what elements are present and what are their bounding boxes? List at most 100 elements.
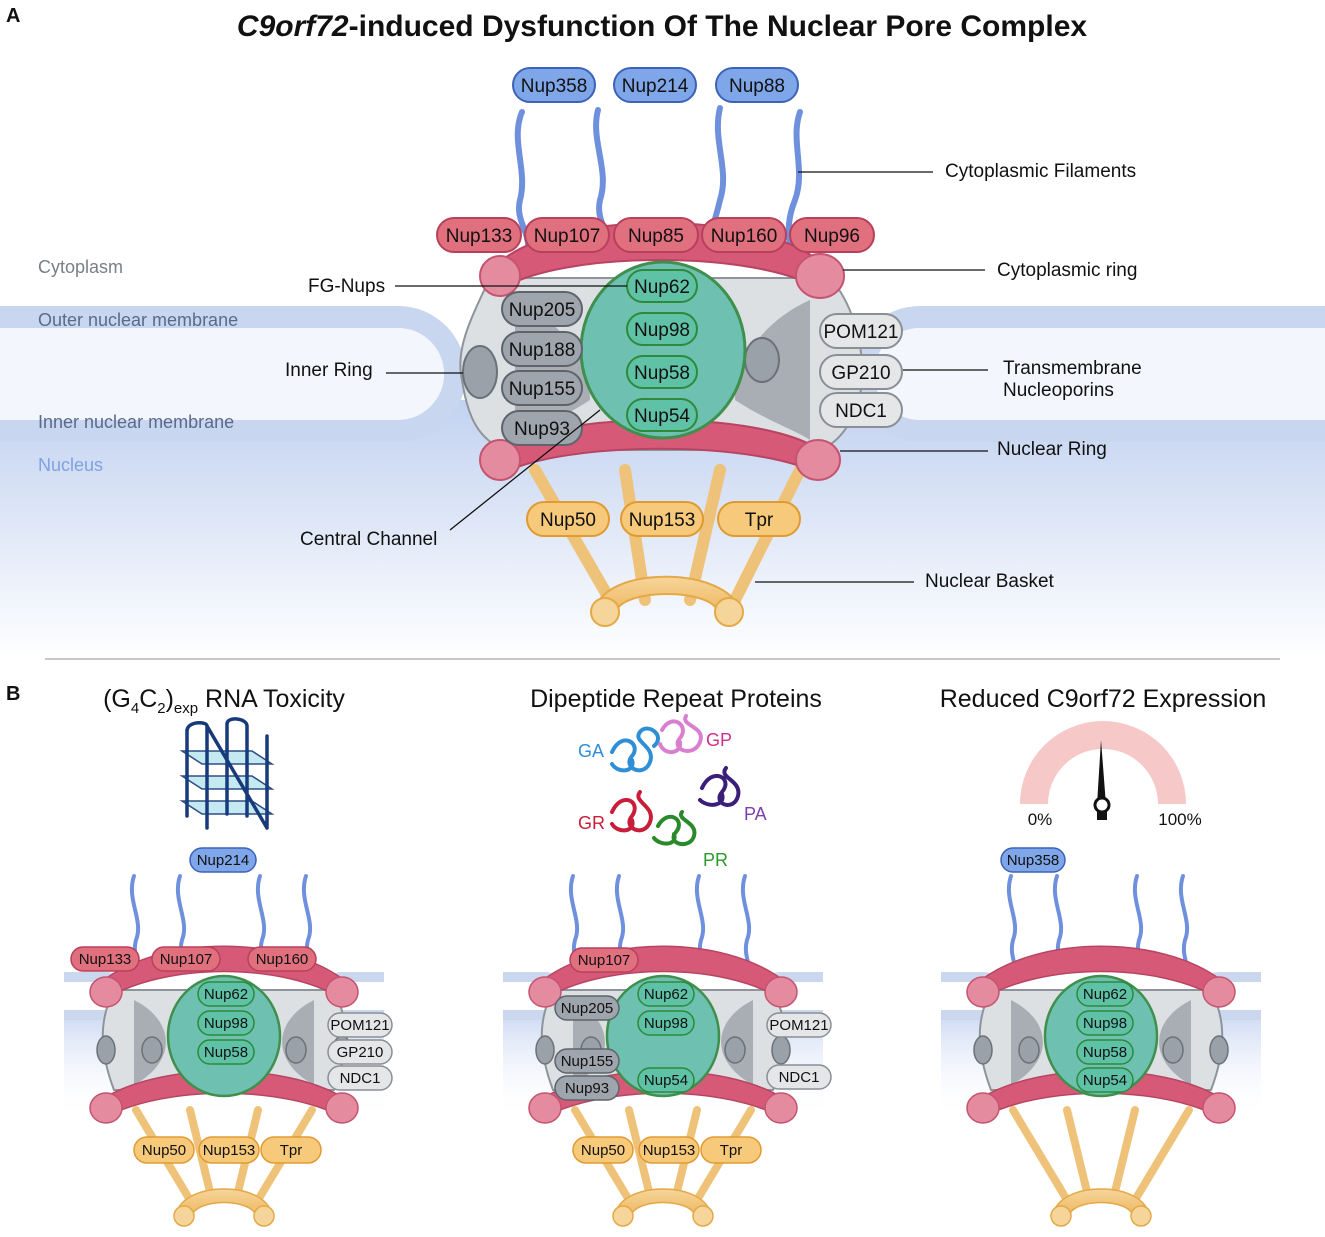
rna-ring-nup-1: Nup107	[151, 946, 221, 972]
fg-nup-2-label: Nup58	[634, 363, 690, 384]
callout-inner-ring: Inner Ring	[285, 360, 373, 381]
inner-ring-node-left	[462, 345, 498, 399]
inner-ring-nup-2-label: Nup155	[509, 379, 576, 400]
left-lumen	[0, 328, 398, 420]
rna-transmembrane-nup-2: NDC1	[327, 1065, 393, 1091]
dpr-basket-nup-1-label: Nup153	[643, 1142, 696, 1159]
dpr-ring-nup-0-label: Nup107	[578, 952, 631, 969]
reduced-filament-nup-0: Nup358	[1000, 847, 1066, 873]
reduced-fg-nup-3-label: Nup54	[1083, 1072, 1127, 1089]
region-outer-membrane: Outer nuclear membrane	[38, 310, 238, 330]
panel-a-letter: A	[6, 5, 20, 27]
rna-basket-nup-2: Tpr	[260, 1136, 322, 1164]
gauge-arc	[1020, 721, 1186, 804]
basket-nup-1: Nup153	[620, 501, 704, 537]
gauge-min-label: 0%	[1028, 810, 1053, 829]
dpr-basket-nup-1: Nup153	[638, 1136, 700, 1164]
ring-nup-0-label: Nup133	[446, 226, 513, 247]
ring-nup-4: Nup96	[789, 217, 875, 253]
ring-nup-2: Nup85	[613, 217, 699, 253]
callout-nuclear-ring: Nuclear Ring	[997, 439, 1107, 460]
gp-dpr-icon	[658, 714, 703, 754]
inner-ring-nup-2: Nup155	[501, 370, 583, 406]
rna-filament-nup-0: Nup214	[189, 847, 257, 873]
rna-basket-nup-1-label: Nup153	[203, 1142, 256, 1159]
dpr-label-pr: PR	[703, 850, 728, 870]
rna-fg-nup-1-label: Nup98	[204, 1015, 248, 1032]
npc-reduced-expression	[941, 874, 1261, 1227]
inner-ring-nup-3: Nup93	[501, 410, 583, 446]
panel-a-title: C9orf72-induced Dysfunction Of The Nucle…	[237, 10, 1087, 43]
filament-nup-0-label: Nup358	[521, 76, 588, 97]
rna-ring-nup-2: Nup160	[247, 946, 317, 972]
rna-fg-nup-2: Nup58	[197, 1039, 255, 1065]
rna-fg-nup-0: Nup62	[197, 981, 255, 1007]
expression-gauge: 0% 100%	[1020, 721, 1202, 829]
rna-ring-nup-2-label: Nup160	[256, 951, 309, 968]
reduced-fg-nup-2-label: Nup58	[1083, 1044, 1127, 1061]
right-membrane	[852, 306, 1325, 442]
rna-basket-nup-0: Nup50	[133, 1136, 195, 1164]
filament-nup-1-label: Nup214	[622, 76, 689, 97]
dpr-inner-ring-nup-1: Nup155	[554, 1048, 620, 1074]
dpr-inner-ring-nup-1-label: Nup155	[561, 1053, 614, 1070]
ga-dpr-icon	[610, 726, 660, 773]
left-membrane	[0, 306, 466, 442]
dpr-label-pa: PA	[744, 804, 767, 824]
dpr-inner-ring-nup-0-label: Nup205	[561, 1000, 614, 1017]
ring-nup-3: Nup160	[701, 217, 787, 253]
reduced-expression-title: Reduced C9orf72 Expression	[940, 685, 1267, 713]
ring-nup-1-label: Nup107	[534, 226, 601, 247]
basket-nup-1-label: Nup153	[629, 510, 696, 531]
basket-nup-0-label: Nup50	[540, 510, 596, 531]
rna-filament-nup-0-label: Nup214	[197, 852, 250, 869]
gauge-needle	[1097, 740, 1106, 805]
callout-transmembrane: Transmembrane	[1003, 358, 1142, 379]
dpr-basket-nup-2: Tpr	[700, 1136, 762, 1164]
dpr-fg-nup-2: Nup54	[637, 1067, 695, 1093]
transmembrane-nup-1-label: GP210	[831, 363, 890, 384]
rna-ring-nup-0-label: Nup133	[79, 951, 132, 968]
dpr-label-gp: GP	[706, 730, 732, 750]
reduced-fg-nup-0: Nup62	[1076, 981, 1134, 1007]
rna-transmembrane-nup-0-label: POM121	[330, 1017, 389, 1034]
basket-nup-2: Tpr	[717, 501, 801, 537]
callout-central-channel: Central Channel	[300, 529, 437, 550]
rna-basket-nup-1: Nup153	[198, 1136, 260, 1164]
reduced-fg-nup-0-label: Nup62	[1083, 986, 1127, 1003]
basket-nup-0: Nup50	[526, 501, 610, 537]
transmembrane-nup-0: POM121	[819, 313, 903, 349]
ring-nup-2-label: Nup85	[628, 226, 684, 247]
basket-nup-2-label: Tpr	[745, 510, 774, 531]
panel-b-letter: B	[6, 683, 20, 705]
region-inner-membrane: Inner nuclear membrane	[38, 412, 234, 432]
fg-nup-0: Nup62	[626, 269, 698, 303]
dpr-fg-nup-2-label: Nup54	[644, 1072, 688, 1089]
dpr-ring-nup-0: Nup107	[569, 947, 639, 973]
rna-fg-nup-2-label: Nup58	[204, 1044, 248, 1061]
right-lumen	[920, 328, 1325, 420]
reduced-fg-nup-2: Nup58	[1076, 1039, 1134, 1065]
rna-fg-nup-1: Nup98	[197, 1010, 255, 1036]
dpr-title: Dipeptide Repeat Proteins	[530, 685, 822, 713]
dpr-cluster: GA GP GR PA PR	[578, 714, 767, 870]
callout-fg-nups: FG-Nups	[308, 276, 385, 297]
fg-nup-1: Nup98	[626, 312, 698, 346]
dpr-transmembrane-nup-1: NDC1	[766, 1064, 832, 1090]
rna-ring-nup-1-label: Nup107	[160, 951, 213, 968]
callout-cytoplasmic-filaments: Cytoplasmic Filaments	[945, 161, 1136, 182]
dpr-basket-nup-0-label: Nup50	[581, 1142, 625, 1159]
gauge-max-label: 100%	[1158, 810, 1201, 829]
dpr-basket-nup-2-label: Tpr	[720, 1142, 743, 1159]
filament-nup-0: Nup358	[512, 67, 596, 103]
inner-ring-nup-1: Nup188	[501, 331, 583, 367]
transmembrane-nup-2: NDC1	[819, 392, 903, 428]
rna-basket-nup-0-label: Nup50	[142, 1142, 186, 1159]
dpr-fg-nup-0-label: Nup62	[644, 986, 688, 1003]
rna-transmembrane-nup-0: POM121	[327, 1012, 393, 1038]
dpr-fg-nup-1-label: Nup98	[644, 1015, 688, 1032]
transmembrane-nup-0-label: POM121	[824, 322, 899, 343]
dpr-fg-nup-0: Nup62	[637, 981, 695, 1007]
dpr-inner-ring-nup-2-label: Nup93	[565, 1080, 609, 1097]
inner-ring-node-right	[744, 337, 780, 383]
